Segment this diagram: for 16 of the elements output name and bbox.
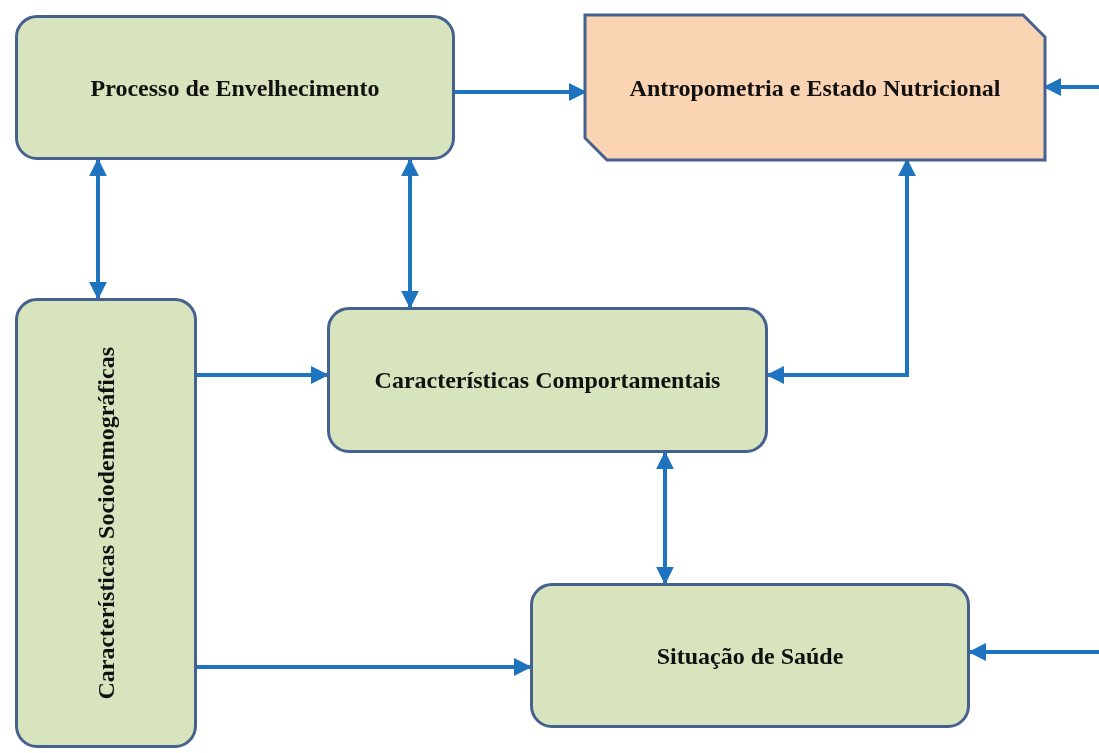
node-label: Características Sociodemográficas (92, 346, 120, 700)
node-label: Características Comportamentais (373, 366, 722, 395)
arrow (656, 451, 674, 585)
node-label: Processo de Envelhecimento (89, 73, 381, 103)
arrow (89, 158, 107, 300)
process-box (327, 307, 768, 453)
process-box (585, 15, 1045, 160)
arrow (401, 158, 419, 309)
node-label: Situação de Saúde (655, 641, 845, 671)
arrow (968, 643, 1099, 661)
process-box (530, 583, 970, 728)
process-box (15, 15, 455, 160)
node-label: Antropometria e Estado Nutricional (628, 73, 1002, 103)
arrow (197, 658, 532, 676)
process-box (15, 298, 197, 748)
arrow (197, 366, 329, 384)
